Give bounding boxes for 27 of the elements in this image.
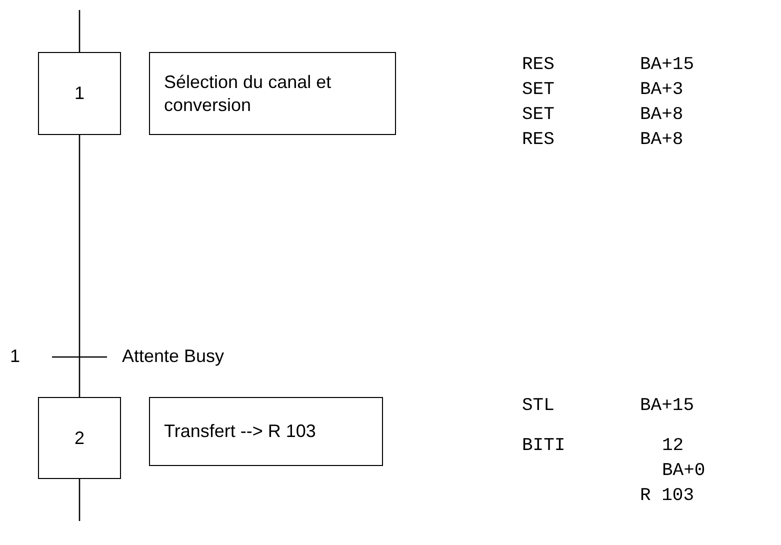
code-text: SET — [522, 81, 554, 99]
link-line — [78, 10, 80, 52]
action-text: Transfert --> R 103 — [164, 420, 317, 443]
code-text: R 103 — [640, 487, 694, 505]
code-text: BA+15 — [640, 397, 694, 415]
action-text: Sélection du canal et conversion — [164, 71, 332, 116]
code-text: 12 — [662, 437, 684, 455]
action-box — [149, 397, 383, 466]
code-text: BITI — [522, 437, 566, 455]
code-text: BA+3 — [640, 81, 684, 99]
link-line — [78, 479, 80, 521]
link-line — [78, 135, 80, 397]
code-text: BA+8 — [640, 131, 684, 149]
transition-number: 1 — [10, 347, 20, 365]
code-text: BA+8 — [640, 106, 684, 124]
code-text: RES — [522, 131, 554, 149]
code-text: SET — [522, 106, 554, 124]
step-box — [38, 397, 121, 479]
code-text: RES — [522, 56, 554, 74]
step-box — [38, 52, 121, 135]
transition-condition: Attente Busy — [122, 347, 224, 365]
step-number: 2 — [74, 426, 84, 450]
step-number: 1 — [74, 82, 84, 105]
code-text: BA+0 — [662, 462, 706, 480]
code-text: BA+15 — [640, 56, 694, 74]
action-box — [149, 52, 396, 135]
code-text: STL — [522, 397, 554, 415]
